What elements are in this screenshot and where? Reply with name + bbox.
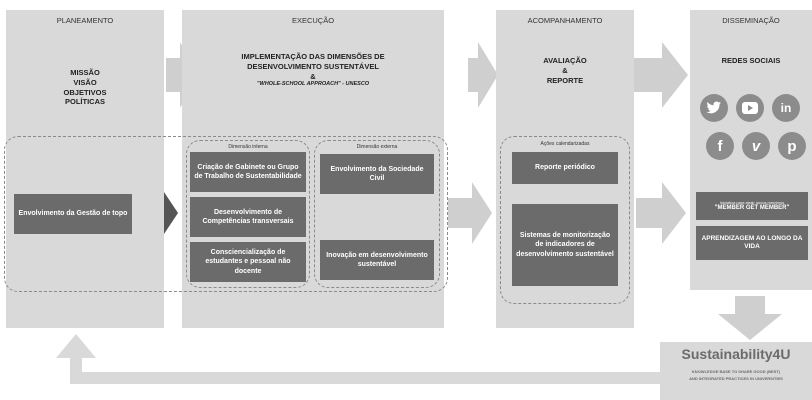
scheduled-actions-label: Ações calendarizadas bbox=[540, 141, 590, 147]
management-execution-group bbox=[4, 136, 448, 292]
facebook-icon[interactable]: f bbox=[706, 132, 734, 160]
external-dimension-label: Dimensão externa bbox=[356, 144, 398, 150]
civil-society-box: Envolvimento da Sociedade Civil bbox=[320, 154, 434, 194]
lifelong-learning-box: APRENDIZAGEM AO LONGO DA VIDA bbox=[696, 226, 808, 260]
brand-tagline-1: KNOWLEDGE BASE TO SHARE GOOD (BEST) bbox=[691, 369, 781, 374]
youtube-icon[interactable] bbox=[736, 94, 764, 122]
member-get-member-text: "MEMBER GET MEMBER" bbox=[714, 204, 790, 211]
member-get-member-box: Iniciativa para atrair novos membros "ME… bbox=[696, 192, 808, 220]
planning-header: PLANEAMENTO bbox=[56, 16, 114, 25]
internal-dimension-group bbox=[186, 140, 310, 288]
arrow-execution-to-monitoring bbox=[468, 42, 498, 108]
linkedin-icon[interactable]: in bbox=[772, 94, 800, 122]
brand-box: Sustainability4U KNOWLEDGE BASE TO SHARE… bbox=[660, 342, 812, 400]
internal-dimension-label: Dimensão interna bbox=[228, 144, 268, 150]
monitoring-header: ACOMPANHAMENTO bbox=[527, 16, 603, 25]
brand-name: Sustainability4U bbox=[681, 346, 791, 362]
brand-tagline-2: AND INTEGRATED PRACTICES IN UNIVERSITIES bbox=[689, 376, 783, 381]
social-networks-title: REDES SOCIAIS bbox=[721, 56, 781, 65]
arrow-dissemination-down bbox=[718, 296, 782, 340]
member-initiative-text: Iniciativa para atrair novos membros bbox=[719, 199, 785, 205]
monitoring-title: AVALIAÇÃO & REPORTE bbox=[543, 56, 587, 85]
periodic-report-box: Reporte periódico bbox=[512, 152, 618, 184]
arrow-monitoring-mid-to-dissemination bbox=[636, 182, 686, 244]
twitter-icon[interactable] bbox=[700, 94, 728, 122]
pinterest-icon[interactable]: p bbox=[778, 132, 806, 160]
arrow-monitoring-to-dissemination bbox=[632, 42, 688, 108]
planning-items: MISSÃO VISÃO OBJETIVOS POLÍTICAS bbox=[6, 68, 164, 107]
external-dimension-group bbox=[314, 140, 440, 288]
dissemination-header: DISSEMINAÇÃO bbox=[722, 16, 780, 25]
arrow-execution-mid-to-monitoring bbox=[448, 182, 492, 244]
innovation-box: Inovação em desenvolvimento sustentável bbox=[320, 240, 434, 280]
item-objectives: OBJETIVOS bbox=[63, 87, 107, 97]
top-management-box: Envolvimento da Gestão de topo bbox=[14, 194, 132, 234]
execution-header: EXECUÇÃO bbox=[291, 16, 335, 25]
execution-title: IMPLEMENTAÇÃO DAS DIMENSÕES DE DESENVOLV… bbox=[241, 52, 385, 88]
item-policies: POLÍTICAS bbox=[64, 97, 105, 107]
monitoring-systems-box: Sistemas de monitorização de indicadores… bbox=[512, 204, 618, 286]
sustainability-office-box: Criação de Gabinete ou Grupo de Trabalho… bbox=[190, 152, 306, 192]
planning-panel bbox=[6, 10, 164, 328]
vimeo-icon[interactable]: v bbox=[742, 132, 770, 160]
awareness-box: Consciencialização de estudantes e pesso… bbox=[190, 242, 306, 282]
arrow-feedback-loop bbox=[56, 334, 660, 384]
item-mission: MISSÃO bbox=[70, 68, 100, 77]
transversal-skills-box: Desenvolvimento de Competências transver… bbox=[190, 197, 306, 237]
scheduled-actions-group bbox=[500, 136, 630, 304]
item-vision: VISÃO bbox=[73, 77, 97, 87]
